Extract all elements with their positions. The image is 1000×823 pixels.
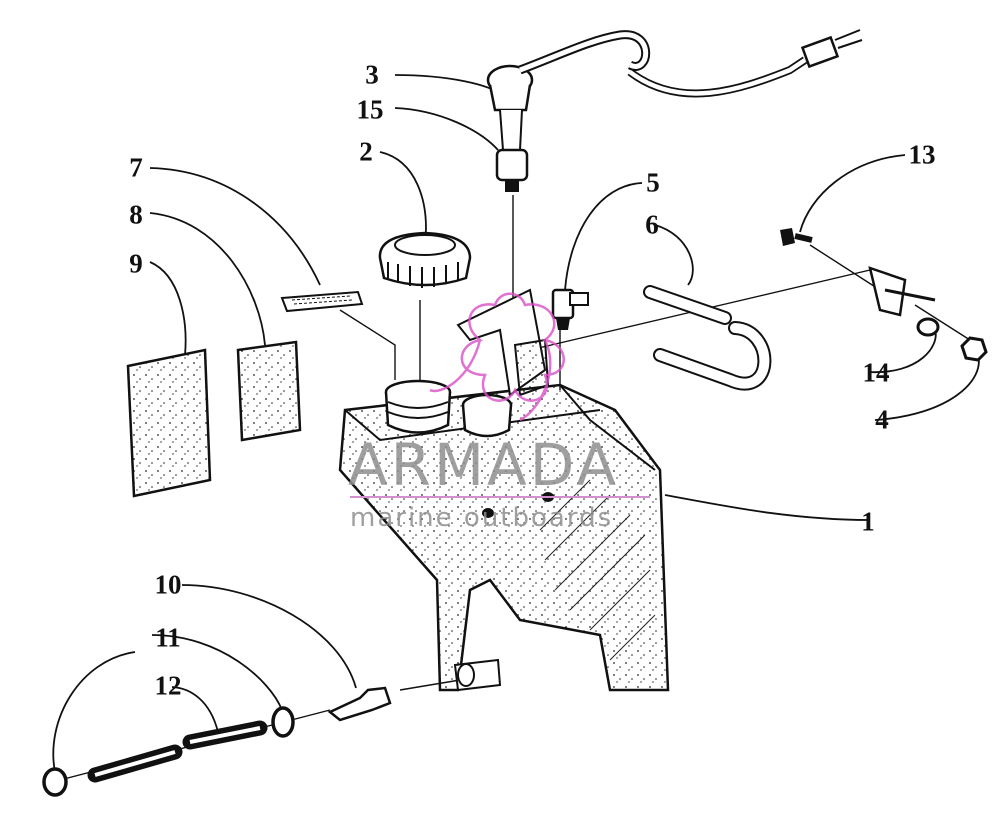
watermark-subtitle: marine outboards xyxy=(350,503,614,533)
callout-15: 15 xyxy=(356,94,384,125)
decal-large xyxy=(126,348,212,498)
watermark-rule xyxy=(350,496,650,498)
callout-12: 12 xyxy=(154,670,182,701)
oil-tank xyxy=(338,288,670,692)
callout-14: 14 xyxy=(862,357,890,388)
mounting-hardware xyxy=(780,228,988,362)
callout-5: 5 xyxy=(646,167,660,198)
callout-1: 1 xyxy=(861,506,875,537)
watermark-title: ARMADA xyxy=(348,431,620,499)
callout-6: 6 xyxy=(645,209,659,240)
callout-2: 2 xyxy=(359,136,373,167)
decal-medium xyxy=(236,340,302,442)
watermark-logo xyxy=(429,292,565,422)
elbow-fitting xyxy=(551,288,589,330)
callout-7: 7 xyxy=(129,152,143,183)
callout-9: 9 xyxy=(129,248,143,279)
outlet-hose-assembly xyxy=(42,686,392,797)
callout-13: 13 xyxy=(908,139,936,170)
callout-3: 3 xyxy=(365,59,379,90)
callout-10: 10 xyxy=(154,569,182,600)
oil-level-sender xyxy=(486,29,863,192)
vent-hose xyxy=(643,285,772,391)
decal-small xyxy=(280,290,364,313)
callout-4: 4 xyxy=(875,404,889,435)
callout-8: 8 xyxy=(129,199,143,230)
filler-cap xyxy=(378,231,472,288)
callout-11: 11 xyxy=(155,622,181,653)
leader-lines xyxy=(52,74,980,773)
